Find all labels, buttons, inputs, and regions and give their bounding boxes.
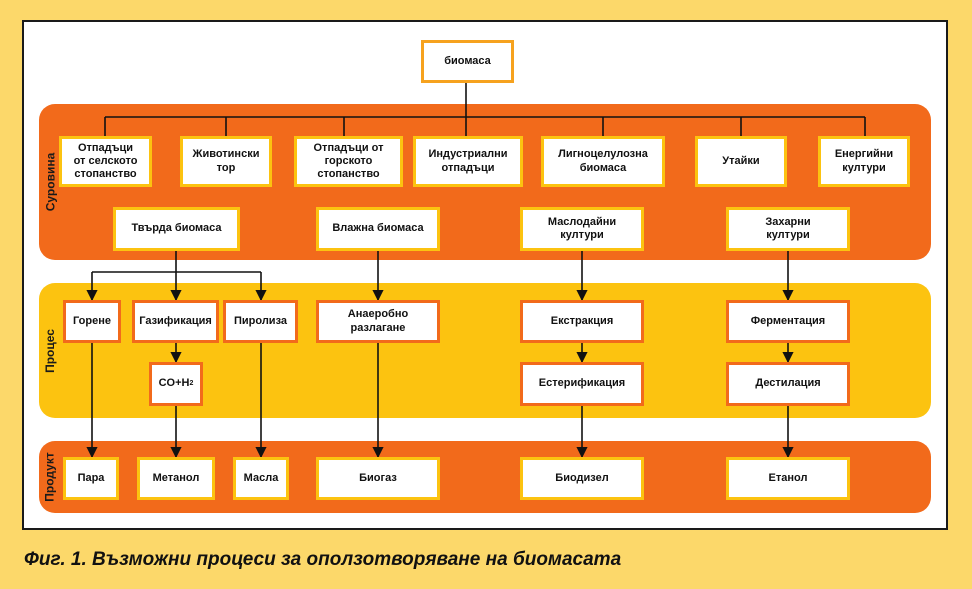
syngas-main: CO+H bbox=[158, 377, 190, 390]
node-methanol: Метанол bbox=[137, 457, 215, 500]
syngas-subscript: 2 bbox=[189, 379, 194, 387]
node-sludge: Утайки bbox=[695, 136, 787, 187]
node-oils: Масла bbox=[233, 457, 289, 500]
node-pyrolysis: Пиролиза bbox=[223, 300, 298, 343]
node-wet-biomass: Влажна биомаса bbox=[316, 207, 440, 251]
node-combustion: Горене bbox=[63, 300, 121, 343]
node-solid-biomass: Твърда биомаса bbox=[113, 207, 240, 251]
node-biogas: Биогаз bbox=[316, 457, 440, 500]
node-manure: Животински тор bbox=[180, 136, 272, 187]
node-biomass: биомаса bbox=[421, 40, 514, 83]
node-steam: Пара bbox=[63, 457, 119, 500]
node-gasification: Газификация bbox=[132, 300, 219, 343]
node-agri-waste: Отпадъци от селското стопанство bbox=[59, 136, 152, 187]
node-energy-crops: Енергийни култури bbox=[818, 136, 910, 187]
node-forest-waste: Отпадъци от горското стопанство bbox=[294, 136, 403, 187]
node-anaerobic: Анаеробно разлагане bbox=[316, 300, 440, 343]
node-biodiesel: Биодизел bbox=[520, 457, 644, 500]
node-esterification: Естерификация bbox=[520, 362, 644, 406]
node-industrial-waste: Индустриални отпадъци bbox=[413, 136, 523, 187]
node-oil-crops: Маслодайни култури bbox=[520, 207, 644, 251]
figure-caption: Фиг. 1. Възможни процеси за оползотворяв… bbox=[24, 549, 622, 570]
node-sugar-crops: Захарни култури bbox=[726, 207, 850, 251]
node-distillation: Дестилация bbox=[726, 362, 850, 406]
node-ethanol: Етанол bbox=[726, 457, 850, 500]
node-fermentation: Ферментация bbox=[726, 300, 850, 343]
node-extraction: Екстракция bbox=[520, 300, 644, 343]
node-lignocellulose: Лигноцелулозна биомаса bbox=[541, 136, 665, 187]
